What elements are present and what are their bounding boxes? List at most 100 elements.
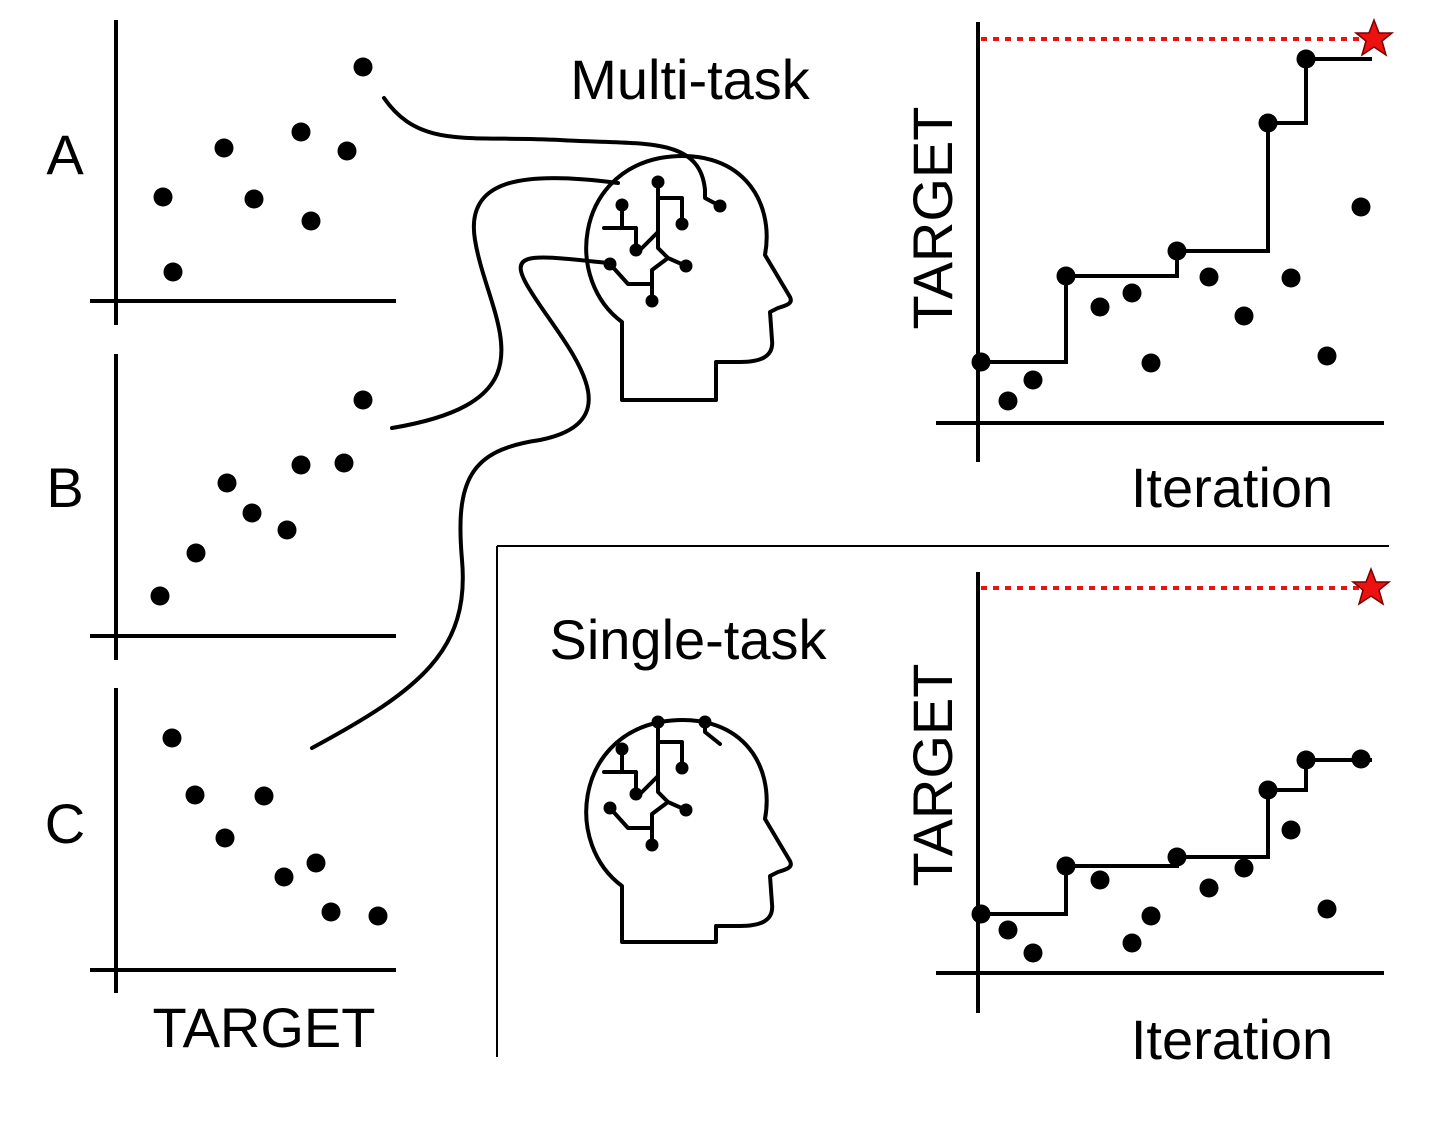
data-point	[1122, 283, 1142, 303]
data-point	[615, 198, 629, 212]
data-point	[150, 586, 170, 606]
data-point	[1258, 780, 1278, 800]
data-point	[971, 904, 991, 924]
data-point	[301, 211, 321, 231]
head-outline	[584, 718, 793, 944]
data-point	[1296, 49, 1316, 69]
data-point	[1281, 820, 1301, 840]
data-point	[353, 57, 373, 77]
data-point	[277, 520, 297, 540]
data-point	[998, 920, 1018, 940]
data-point	[1351, 197, 1371, 217]
circuit-nodes	[603, 715, 712, 852]
task-panel-b: B	[46, 354, 396, 660]
data-point	[291, 455, 311, 475]
data-point	[1258, 113, 1278, 133]
single-task-head-icon	[584, 715, 793, 944]
y-axis-label: TARGET	[901, 664, 964, 887]
data-point	[603, 257, 617, 271]
circuit-nodes	[603, 175, 727, 308]
data-point	[163, 262, 183, 282]
data-point	[1056, 856, 1076, 876]
data-point	[215, 828, 235, 848]
single-task-title: Single-task	[549, 608, 827, 671]
data-point	[1141, 906, 1161, 926]
data-point	[1296, 750, 1316, 770]
data-point	[645, 294, 659, 308]
data-point	[1351, 749, 1371, 769]
data-points	[150, 390, 373, 606]
panel-label: C	[45, 792, 85, 855]
data-point	[185, 785, 205, 805]
panel-label: A	[46, 123, 84, 186]
data-point	[1199, 267, 1219, 287]
data-point	[368, 906, 388, 926]
data-point	[1090, 870, 1110, 890]
data-points	[162, 728, 388, 926]
data-point	[679, 803, 693, 817]
wire-b	[390, 176, 620, 430]
data-point	[629, 787, 643, 801]
data-point	[186, 543, 206, 563]
data-point	[1234, 858, 1254, 878]
data-point	[1317, 899, 1337, 919]
data-point	[214, 138, 234, 158]
task-panel-a: A	[46, 20, 396, 325]
wire-c	[310, 255, 610, 750]
data-point	[291, 122, 311, 142]
data-point	[1281, 268, 1301, 288]
data-points	[971, 49, 1371, 411]
data-point	[675, 217, 689, 231]
multi-task-title: Multi-task	[570, 48, 811, 111]
data-point	[713, 199, 727, 213]
data-point	[321, 902, 341, 922]
best-so-far-line	[981, 57, 1372, 364]
data-point	[679, 259, 693, 273]
data-point	[306, 853, 326, 873]
data-point	[1023, 370, 1043, 390]
target-star-icon	[1350, 566, 1392, 606]
data-point	[1122, 933, 1142, 953]
data-point	[244, 189, 264, 209]
data-point	[629, 243, 643, 257]
data-points	[971, 749, 1371, 963]
data-point	[1199, 878, 1219, 898]
x-axis-label: Iteration	[1131, 1008, 1333, 1071]
data-point	[1167, 847, 1187, 867]
data-point	[153, 187, 173, 207]
data-point	[651, 715, 665, 729]
data-point	[615, 742, 629, 756]
head-outline	[584, 154, 793, 402]
task-x-axis-label: TARGET	[153, 996, 376, 1059]
data-point	[998, 391, 1018, 411]
data-point	[337, 141, 357, 161]
data-point	[254, 786, 274, 806]
data-points	[153, 57, 373, 282]
best-so-far-line	[981, 758, 1372, 916]
data-point	[162, 728, 182, 748]
data-point	[971, 352, 991, 372]
data-point	[1167, 241, 1187, 261]
target-star-icon	[1353, 17, 1395, 57]
multi-task-plot: TARGET Iteration	[901, 17, 1395, 519]
y-axis-label: TARGET	[901, 107, 964, 330]
data-point	[675, 761, 689, 775]
data-point	[353, 390, 373, 410]
task-panel-c: C	[45, 688, 396, 993]
data-point	[1141, 353, 1161, 373]
data-point	[698, 715, 712, 729]
data-point	[603, 801, 617, 815]
data-point	[1317, 346, 1337, 366]
data-point	[1023, 943, 1043, 963]
circuit-paths	[602, 180, 722, 303]
panel-label: B	[46, 456, 83, 519]
data-point	[217, 473, 237, 493]
data-point	[334, 453, 354, 473]
single-task-plot: TARGET Iteration	[901, 566, 1392, 1071]
data-point	[242, 503, 262, 523]
x-axis-label: Iteration	[1131, 456, 1333, 519]
data-point	[651, 175, 665, 189]
data-point	[274, 867, 294, 887]
data-point	[1056, 266, 1076, 286]
